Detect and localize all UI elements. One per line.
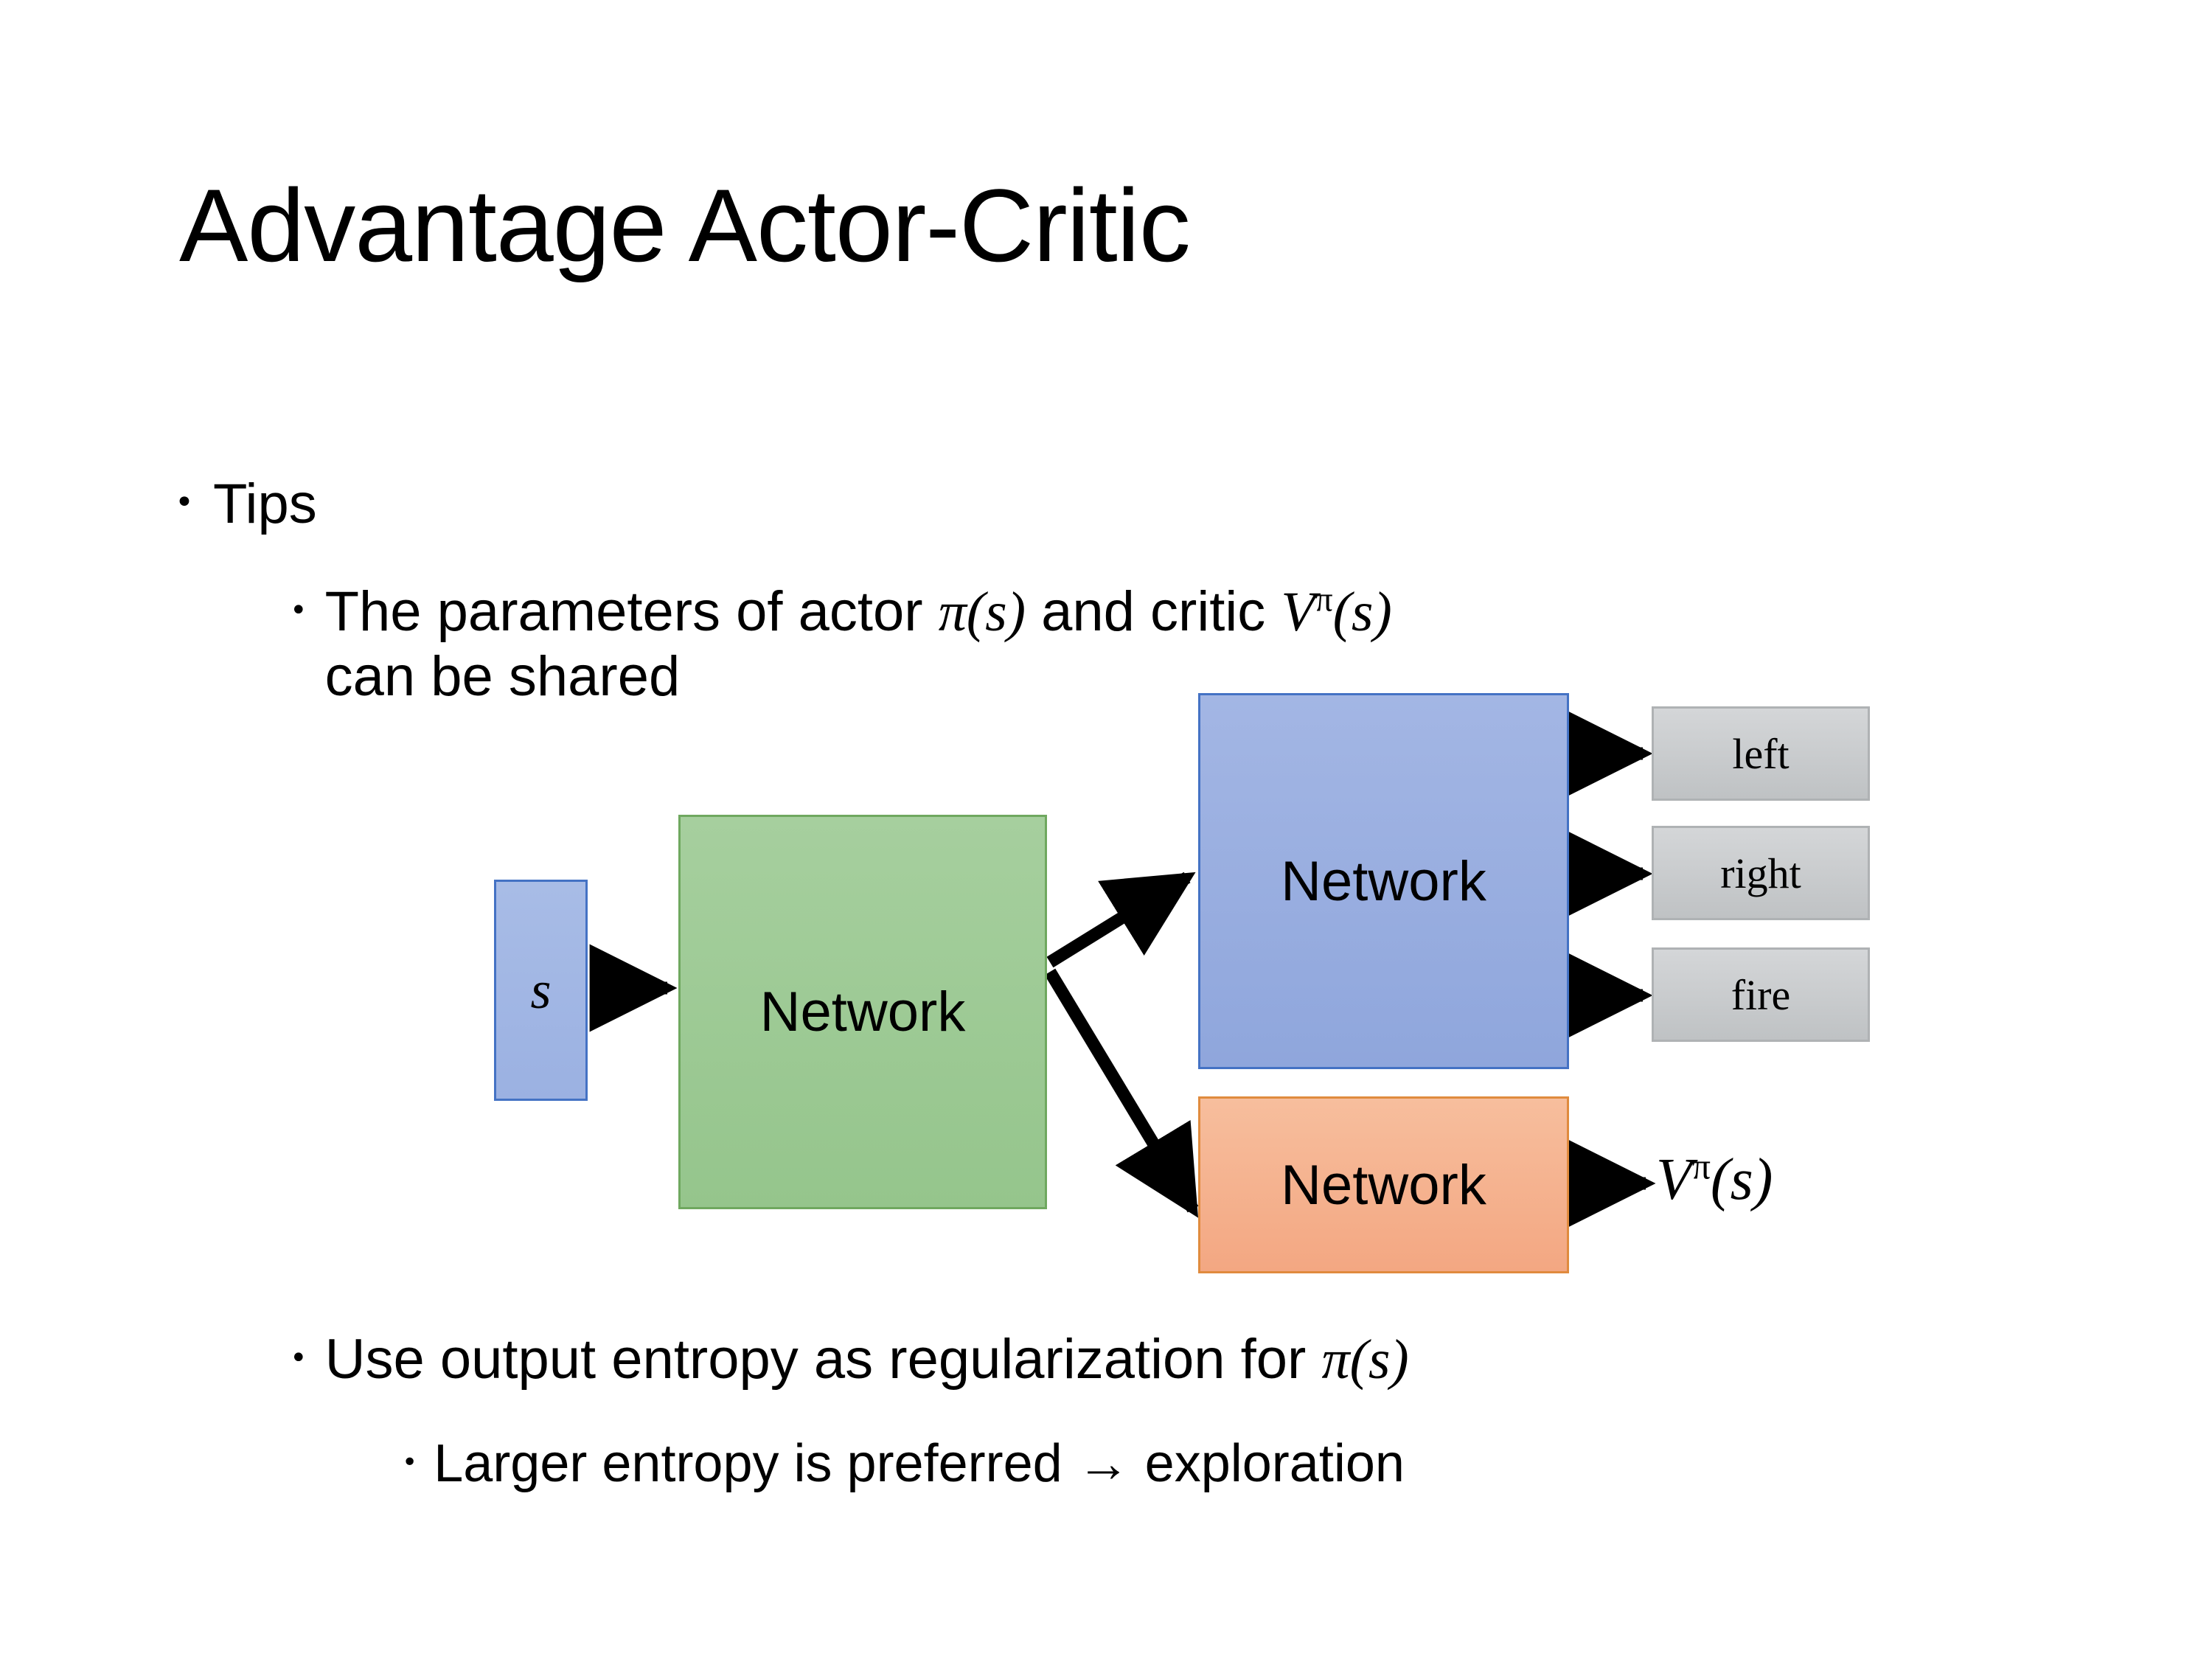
value-output-arg: (s) (1710, 1147, 1773, 1212)
bullet-marker-icon: • (290, 1341, 307, 1375)
bullet-shared-parameters: • The parameters of actor π(s) and criti… (290, 580, 2023, 709)
bullet-marker-icon: • (402, 1447, 418, 1478)
output-box-right: right (1652, 826, 1870, 920)
node-actor-network-label: Network (1281, 849, 1486, 913)
output-box-fire: fire (1652, 947, 1870, 1042)
entropy-prefix-text: Use output entropy as regularization for (324, 1328, 1322, 1391)
node-shared-network-label: Network (759, 981, 966, 1043)
bullet-shared-parameters-text: The parameters of actor π(s) and critic … (325, 580, 2023, 709)
output-box-left: left (1652, 706, 1870, 801)
critic-value-math: Vπ(s) (1281, 581, 1391, 643)
params-second-line: can be shared (324, 645, 681, 709)
bullet-larger-entropy: • Larger entropy is preferred → explorat… (402, 1433, 2098, 1495)
critic-value-arg: (s) (1332, 581, 1392, 643)
critic-value-superscript: π (1315, 580, 1333, 619)
value-output-superscript: π (1691, 1146, 1711, 1187)
params-prefix-text: The parameters of actor (324, 580, 939, 643)
node-critic-network-label: Network (1281, 1153, 1486, 1217)
node-actor-network: Network (1198, 693, 1569, 1069)
bullet-marker-icon: • (290, 594, 307, 627)
bullet-tips-label: Tips (212, 473, 317, 535)
arrow-shared-to-critic-network (1044, 968, 1199, 1218)
params-middle-text: and critic (1026, 580, 1281, 643)
critic-value-base: V (1281, 581, 1315, 643)
actor-policy-math: π(s) (938, 581, 1026, 643)
node-input-state-label: s (530, 960, 552, 1020)
bullet-output-entropy-text: Use output entropy as regularization for… (325, 1327, 2059, 1392)
bullet-marker-icon: • (175, 484, 194, 521)
page-title: Advantage Actor-Critic (179, 167, 1191, 283)
entropy-policy-math: π(s) (1321, 1329, 1409, 1391)
node-input-state: s (494, 880, 588, 1101)
value-function-output-math: Vπ(s) (1656, 1147, 1773, 1214)
bullet-output-entropy: • Use output entropy as regularization f… (290, 1327, 2059, 1392)
node-critic-network: Network (1198, 1096, 1569, 1273)
node-shared-network: Network (678, 815, 1047, 1209)
arrow-shared-to-actor-network (1046, 872, 1196, 968)
bullet-tips: • Tips (175, 472, 317, 536)
bullet-larger-entropy-label: Larger entropy is preferred → exploratio… (434, 1434, 1405, 1493)
value-output-base: V (1656, 1147, 1692, 1212)
